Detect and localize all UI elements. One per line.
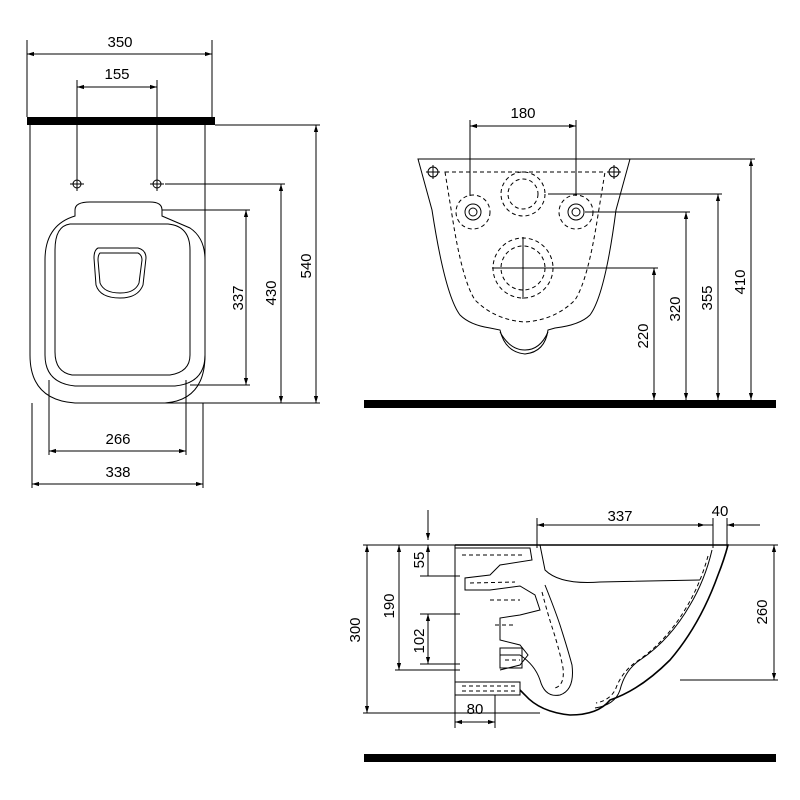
- floor-bar-side: [364, 754, 776, 762]
- dim-side-337: 337: [607, 508, 632, 525]
- seat-lid-outer: [44, 201, 206, 387]
- side-outlet: [455, 681, 521, 696]
- top-view: 350 155 337 430 540 266 338: [26, 34, 320, 488]
- front-boss-left: [455, 194, 491, 230]
- dim-front-320: 320: [667, 296, 684, 321]
- fixing-hole-right: [150, 177, 164, 191]
- top-view-body: [29, 125, 206, 404]
- dim-top-430: 430: [263, 280, 280, 305]
- dim-front-355: 355: [699, 285, 716, 310]
- front-hidden-outline: [444, 171, 606, 323]
- dim-front-410: 410: [732, 269, 749, 294]
- wall-bar: [27, 117, 215, 125]
- front-screw-left: [426, 165, 440, 179]
- dim-top-266: 266: [105, 431, 130, 448]
- seat-lid-inner: [54, 223, 191, 376]
- seat-handle: [93, 247, 147, 299]
- dim-top-337: 337: [230, 285, 247, 310]
- front-screw-right: [607, 165, 621, 179]
- dim-side-300: 300: [347, 617, 364, 642]
- dim-side-190: 190: [381, 593, 398, 618]
- seat-handle-inner: [97, 252, 143, 294]
- dim-top-width: 350: [107, 34, 132, 51]
- side-bowl-inner: [594, 549, 713, 709]
- dim-top-338: 338: [105, 464, 130, 481]
- dim-top-hole-spacing: 155: [104, 66, 129, 83]
- dim-side-80: 80: [467, 701, 484, 718]
- floor-bar-front: [364, 400, 776, 408]
- front-view-body: [417, 158, 631, 355]
- fixing-hole-left: [70, 177, 84, 191]
- side-trap: [500, 584, 573, 696]
- dim-front-220: 220: [635, 323, 652, 348]
- side-view: 337 40 55 190 102 300 260: [347, 503, 778, 762]
- dim-side-55: 55: [411, 552, 428, 569]
- dim-side-260: 260: [754, 599, 771, 624]
- dim-front-180: 180: [510, 105, 535, 122]
- side-view-body: [455, 544, 730, 716]
- dim-top-540: 540: [298, 253, 315, 278]
- front-view: 180 220 320 355 410: [364, 105, 776, 408]
- dim-side-40: 40: [712, 503, 729, 520]
- dim-side-102: 102: [411, 628, 428, 653]
